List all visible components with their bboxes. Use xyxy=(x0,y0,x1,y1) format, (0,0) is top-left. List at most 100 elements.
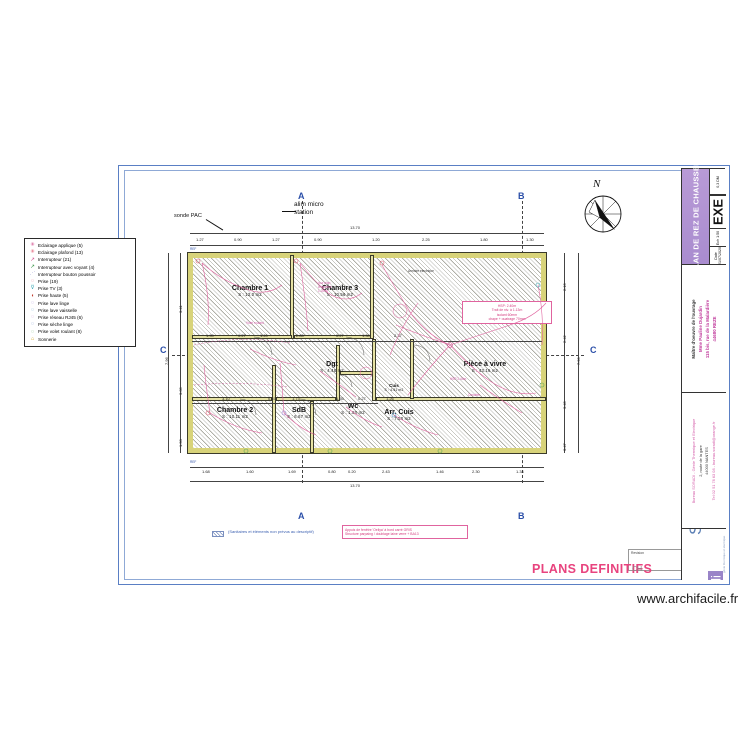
legend-item-label: Interrupteur (21) xyxy=(38,257,72,263)
floor-plan-drawing: A B A B C C 13.70 1.27 0.90 1.27 0.90 1.… xyxy=(150,185,620,525)
plans-definitifs-label: PLANS DEFINITIFS xyxy=(532,562,653,576)
dimension-right-overall: 7.95 xyxy=(576,357,581,365)
dimension-top-2: 0.90 xyxy=(234,237,242,242)
section-marker-c-left: C xyxy=(160,345,167,355)
legend-item-label: Eclairage plafond (13) xyxy=(38,250,83,256)
dimension-bottom-9: 1.34 xyxy=(516,469,524,474)
legend-item: ⋰ Interrupteur bouton poussoir xyxy=(28,271,133,278)
dimension-bottom-2: 1.60 xyxy=(246,469,254,474)
dimension-line-right-chain xyxy=(564,253,565,453)
legend-item-label: Prise lave linge xyxy=(38,300,70,306)
interrupteur-icon: ↗ xyxy=(30,256,35,263)
room-name: Dgt xyxy=(326,361,338,368)
format-cell: 0,3 DM xyxy=(710,169,726,195)
section-marker-b-bottom: B xyxy=(518,511,525,521)
dimension-bottom-1: 1.68 xyxy=(202,469,210,474)
leader-line-sonde-pac xyxy=(205,219,224,231)
legend-item-label: Prise haute (5) xyxy=(38,293,69,299)
prise-volet-roulant-icon: ◌ xyxy=(30,328,35,335)
compass-north-label: N xyxy=(593,178,601,190)
legend-item: ✳ Eclairage plafond (13) xyxy=(28,249,133,256)
room-label-sdb: SdB S : 6.67 m2 xyxy=(278,407,320,419)
partition-wall-11 xyxy=(376,397,546,401)
client-info-cell: Maître d'oeuvre de l'ouvrage Mme Pauline… xyxy=(682,265,726,393)
dimension-line-mid xyxy=(192,403,378,404)
legend-item: ◖ Prise haute (5) xyxy=(28,292,133,299)
dimension-mid-4: 1.55 xyxy=(336,396,344,401)
dimension-line-interior xyxy=(192,341,542,342)
legend-item: ⊽ Prise TV (3) xyxy=(28,285,133,292)
section-marker-a-bottom: A xyxy=(298,511,305,521)
legend-item: ↗ Interrupteur avec voyant (4) xyxy=(28,264,133,271)
dimension-bottom-7: 1.46 xyxy=(436,469,444,474)
dimension-interior-4: 2.85 xyxy=(296,333,304,338)
room-area: S : 13.0 m2 xyxy=(238,292,262,297)
client-info-text: Maître d'oeuvre de l'ouvrage Mme Pauline… xyxy=(690,299,718,358)
dimension-mid-3: 1.73 xyxy=(292,396,300,401)
room-label-chambre-1: Chambre 1 S : 13.0 m2 xyxy=(205,285,295,297)
legend-item: ⌂ Sonnerie xyxy=(28,336,133,343)
room-name: Pièce à vivre xyxy=(463,361,507,368)
partition-wall-7 xyxy=(276,397,336,401)
legend-item-label: Prise volet roulant (8) xyxy=(38,329,82,335)
dimension-line-bottom-chain xyxy=(190,467,544,468)
dimension-bottom-3: 1.69 xyxy=(288,469,296,474)
dimension-left-1: 3.41 xyxy=(178,305,183,313)
phase-text: EXE xyxy=(710,198,726,226)
dimension-line-left-overall xyxy=(168,253,169,453)
prise-seche-linge-icon: ◌ xyxy=(30,321,35,328)
dimension-top-8: 1.30 xyxy=(526,237,534,242)
revision-box-label: Revision xyxy=(631,551,645,555)
partition-wall-6 xyxy=(192,397,272,401)
inline-note-5: HSP 2.40m xyxy=(450,377,467,381)
legend-item-label: Prise réseau RJ45 (6) xyxy=(38,315,83,321)
room-label-arr-cuis: Arr. Cuis S : 7.50 m2 xyxy=(372,409,426,421)
room-area: S : 7.50 m2 xyxy=(387,416,411,421)
room-label-chambre-2: Chambre 2 S : 10.11 m2 xyxy=(192,407,278,419)
prise-tv-icon: ⊽ xyxy=(30,285,35,292)
eclairage-plafond-icon: ✳ xyxy=(30,249,35,256)
company-name: Bureau SORADI - Génie Thermique et Elect… xyxy=(690,418,696,503)
legend-item-label: Prise sèche linge xyxy=(38,322,73,328)
prise-lave-vaisselle-icon: ◌ xyxy=(30,306,35,313)
room-name: Arr. Cuis xyxy=(384,409,414,416)
partition-wall-5 xyxy=(272,365,276,453)
leader-label-sonde-pac: sonde PAC xyxy=(174,213,202,219)
company-info-cell: Bureau SORADI - Génie Thermique et Elect… xyxy=(682,393,726,529)
room-name: Cuis xyxy=(389,383,399,388)
dimension-line-left-chain xyxy=(180,253,181,453)
legend-item: ✳ Eclairage applique (5) xyxy=(28,242,133,249)
dimension-right-4: 0.47 xyxy=(562,443,567,451)
dimension-left-overall: 7.96 xyxy=(164,357,169,365)
room-label-piece-a-vivre: Pièce à vivre S : 43.16 m2 xyxy=(430,361,540,373)
company-contact: Tel 02 51 78 63 08 - bureau.soradi@orang… xyxy=(710,421,716,500)
hatch-legend-chip xyxy=(212,531,224,537)
dimension-right-1: 2.15 xyxy=(562,283,567,291)
title-block: PLAN DE REZ DE CHAUSSEE 0,3 DM EXE Ech 1… xyxy=(681,160,726,580)
company-addr: 2, route de la gare xyxy=(697,444,703,477)
legend-item-label: Interrupteur avec voyant (4) xyxy=(38,264,95,270)
dimension-interior-3: 1.20 xyxy=(260,333,268,338)
legend-item: ◌ Prise lave linge xyxy=(28,300,133,307)
sonnerie-icon: ⌂ xyxy=(30,335,35,342)
logo-tagline-text: génie thermique et electrique xyxy=(722,535,726,573)
interrupteur-voyant-icon: ↗ xyxy=(30,263,35,270)
dimension-left-3: 1.50 xyxy=(178,439,183,447)
leader-line-alim-micro-station xyxy=(282,211,296,212)
plan-title-banner: PLAN DE REZ DE CHAUSSEE xyxy=(682,160,710,273)
room-area: S : 43.16 m2 xyxy=(471,368,499,373)
room-label-dgt: Dgt S : 4.48 m2 xyxy=(308,361,356,373)
room-name: SdB xyxy=(292,407,306,414)
revision-box: Revision xyxy=(628,549,690,571)
interrupteur-poussoir-icon: ⋰ xyxy=(29,270,36,277)
dimension-bottom-5: 0.20 xyxy=(348,469,356,474)
prise-lave-linge-icon: ◌ xyxy=(30,299,35,306)
dimension-bottom-4: 0.80 xyxy=(328,469,336,474)
soradi-logo: So radi génie thermique et electrique xyxy=(682,529,726,580)
eclairage-applique-icon: ✳ xyxy=(30,242,35,249)
room-label-chambre-3: Chambre 3 S : 10.56 m2 xyxy=(298,285,382,297)
